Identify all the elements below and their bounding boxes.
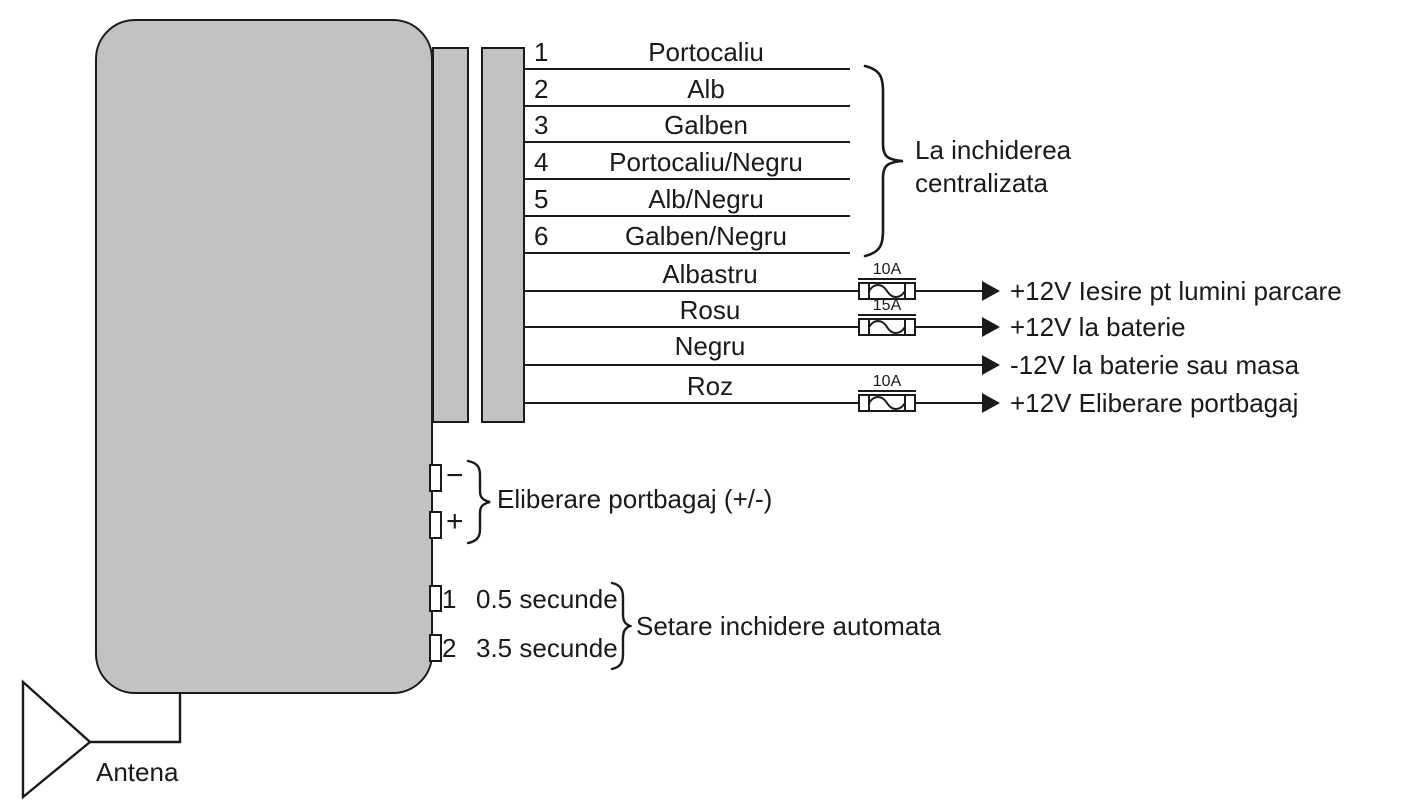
fuse-icon	[858, 394, 916, 412]
fuse-icon	[858, 318, 916, 336]
trunk-release-caption: Eliberare portbagaj (+/-)	[497, 484, 773, 514]
wire-line	[524, 141, 850, 143]
fuse-rating: 10A	[858, 261, 916, 280]
pin-number: 3	[534, 110, 549, 140]
fuse-rating: 15A	[858, 297, 916, 316]
terminal-minus-label: −	[446, 459, 464, 492]
terminal-tab	[429, 585, 442, 612]
terminal-tab	[429, 634, 442, 662]
terminal-tab	[429, 511, 442, 539]
wire-color-label: Roz	[686, 371, 734, 401]
wire-line	[524, 364, 984, 366]
wire-line	[524, 68, 850, 70]
wire-color-label: Portocaliu/Negru	[609, 147, 803, 177]
alarm-unit-body	[95, 19, 433, 694]
wire-color-label: Albastru	[662, 259, 758, 289]
brace-icon	[610, 581, 632, 671]
antenna-icon	[21, 679, 182, 800]
wire-color-label: Negru	[674, 331, 746, 361]
wire-line	[524, 252, 850, 254]
wire-line	[524, 178, 850, 180]
destination-label: -12V la baterie sau masa	[1010, 350, 1300, 380]
connector-bar-outer	[481, 47, 525, 423]
group-caption: La inchiderea centralizata	[915, 134, 1071, 200]
wire-line	[524, 105, 850, 107]
autolock-pin: 2	[442, 633, 457, 663]
pin-number: 6	[534, 221, 549, 251]
fuse-rating: 10A	[858, 373, 916, 392]
fuse-icon	[858, 282, 916, 300]
wire-color-label: Rosu	[679, 295, 741, 325]
wire-line	[524, 326, 984, 328]
wire-line	[524, 402, 984, 404]
brace-icon	[863, 64, 904, 258]
arrowhead-icon	[982, 393, 1000, 413]
arrowhead-icon	[982, 317, 1000, 337]
destination-label: +12V la baterie	[1010, 312, 1186, 342]
group-caption-line1: La inchiderea	[915, 135, 1072, 165]
arrowhead-icon	[982, 355, 1000, 375]
pin-number: 4	[534, 147, 549, 177]
wire-color-label: Alb	[687, 74, 725, 104]
group-caption-line2: centralizata	[915, 168, 1048, 198]
destination-label: +12V Eliberare portbagaj	[1010, 388, 1299, 418]
terminal-tab	[429, 464, 442, 492]
pin-number: 2	[534, 74, 549, 104]
wire-color-label: Galben	[664, 110, 748, 140]
antenna-label: Antena	[96, 757, 179, 787]
wire-color-label: Alb/Negru	[648, 184, 764, 214]
pin-number: 1	[534, 37, 549, 67]
pin-number: 5	[534, 184, 549, 214]
connector-bar-inner	[432, 47, 469, 423]
wire-color-label: Galben/Negru	[625, 221, 787, 251]
autolock-time: 3.5 secunde	[476, 633, 618, 663]
brace-icon	[466, 459, 491, 545]
arrowhead-icon	[982, 281, 1000, 301]
wire-line	[524, 290, 984, 292]
wire-color-label: Portocaliu	[648, 37, 764, 67]
autolock-caption: Setare inchidere automata	[636, 611, 941, 641]
autolock-time: 0.5 secunde	[476, 584, 618, 614]
autolock-pin: 1	[442, 584, 457, 614]
terminal-plus-label: +	[446, 505, 464, 538]
wire-line	[524, 215, 850, 217]
destination-label: +12V Iesire pt lumini parcare	[1010, 276, 1342, 306]
